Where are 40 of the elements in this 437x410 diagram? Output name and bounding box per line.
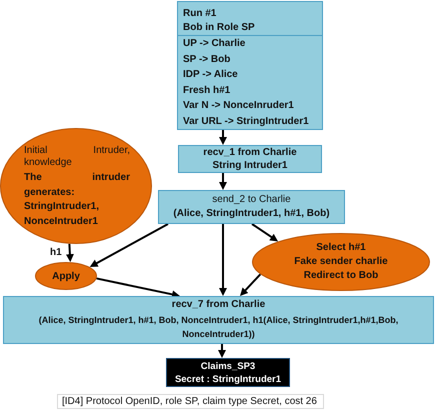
binding-text: SP -> Bob [183,52,232,66]
arrow [218,344,226,358]
arrow [251,223,278,242]
knowledge-ellipse [0,128,152,244]
action-text: Select h#1 [315,241,367,255]
run-number: Run #1 [183,7,218,21]
action-text: Redirect to Bob [302,269,380,283]
role-box [177,1,323,130]
claim-text: Secret : StringIntruder1 [174,372,282,386]
event-box [3,296,434,344]
message-text: (Alice, StringIntruder1, h#1, Bob, NonceIntruder1, h1(Alice, StringIntruder1,h#1,Bob, NonceIntruder1)) [38,314,400,342]
arrow [66,244,74,262]
arrow [96,277,180,298]
action-text: Apply [51,270,81,282]
arrow [219,224,227,296]
knowledge-text: The intruder generates: StringIntruder1, NonceIntruder1 [24,171,130,228]
claim-box [166,358,290,387]
event-heading: recv_1 from Charlie [202,146,298,159]
message-text: String Intruder1 [211,159,288,172]
event-box [178,145,322,173]
variable-binding-text: Var URL -> StringIntruder1 [183,114,310,128]
arrow [90,223,168,267]
arrow [219,173,227,190]
binding-text: IDP -> Alice [183,68,239,82]
arrow [240,274,262,296]
event-heading: recv_7 from Charlie [170,298,266,312]
caption-text: [ID4] Protocol OpenID, role SP, claim type Secret, cost 26 [57,394,324,409]
fresh-value-text: Fresh h#1 [183,84,232,98]
binding-text: UP -> Charlie [183,37,246,51]
event-heading: send_2 to Charlie [211,193,292,207]
action-text: Fake sender charlie [293,255,389,269]
variable-binding-text: Var N -> NonceInruder1 [183,99,295,113]
arrow [219,130,227,145]
knowledge-heading: Initial Intruder, knowledge [24,145,130,168]
role-label: Bob in Role SP [183,21,256,35]
event-box [158,190,345,224]
claim-heading: Claims_SP3 [200,360,256,372]
action-ellipse [35,262,97,290]
action-ellipse [252,233,430,291]
message-text: (Alice, StringIntruder1, h#1, Bob) [172,207,331,221]
